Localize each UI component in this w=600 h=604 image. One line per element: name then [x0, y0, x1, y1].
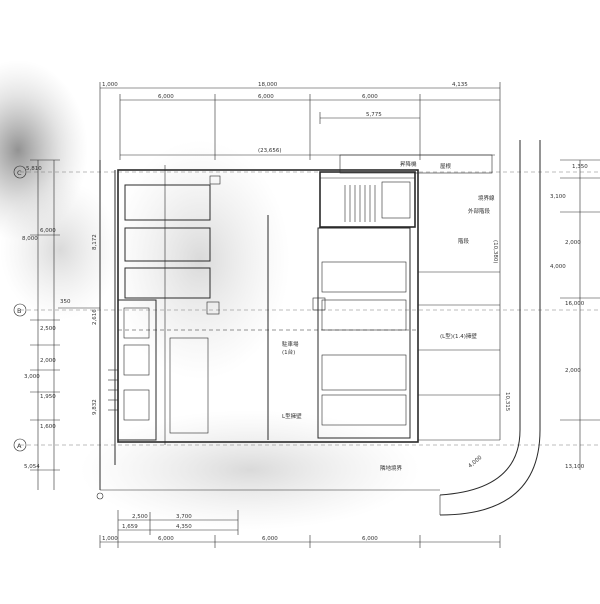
dim-label: 6,000: [40, 228, 56, 234]
plan-note: 境界線: [478, 194, 495, 202]
dim-label: 6,000: [362, 94, 378, 100]
dim-label: 18,000: [258, 82, 278, 88]
grid-bubble-c: [13, 165, 27, 179]
grid-bubble-a: [13, 438, 27, 452]
dim-label: 1,659: [122, 524, 138, 530]
dim-label: 350: [60, 299, 71, 305]
grid-bubble-b: [13, 303, 27, 317]
left-parking-bays: [124, 175, 221, 434]
plan-note: (L型)(1.4)擁壁: [440, 332, 477, 340]
dim-label: 5,775: [366, 112, 382, 118]
dim-label: 1,950: [40, 394, 56, 400]
dim-label: 3,000: [24, 374, 40, 380]
dim-label: 16,000: [565, 301, 585, 307]
top-dimensions: 1,000 18,000 4,135 6,000 6,000 6,000 5,7…: [99, 82, 501, 160]
dim-label: 2,500: [40, 326, 56, 332]
dim-label: 6,000: [158, 94, 174, 100]
dim-label: 4,350: [176, 524, 192, 530]
building-outline: [99, 160, 440, 491]
grid-label: A: [17, 442, 22, 450]
dim-label: 3,700: [176, 514, 192, 520]
dim-label: 2,000: [565, 240, 581, 246]
dim-label: 2,000: [40, 358, 56, 364]
plan-note: 屋根: [440, 162, 452, 170]
plan-note: 階段: [458, 237, 470, 245]
dim-label: 6,000: [258, 94, 274, 100]
plan-note: 昇降機: [400, 160, 417, 168]
plan-note: L型擁壁: [282, 412, 302, 420]
right-dimensions: 1,350 3,100 2,000 4,000 16,000 2,000 13,…: [550, 159, 600, 470]
dim-label: (23,656): [258, 148, 282, 154]
stair-core-left: 2,616 9,832 8,172: [92, 234, 157, 441]
grid-axes: C B A: [13, 165, 600, 452]
dim-label: 2,000: [565, 368, 581, 374]
dim-label: 2,500: [132, 514, 148, 520]
survey-marker: [96, 492, 104, 500]
dim-label: 1,000: [102, 82, 118, 88]
dim-label: 4,000: [550, 264, 566, 270]
exterior-parking: (L型)(1.4)擁壁 10,315 (10,380): [417, 140, 510, 441]
dim-label: 5,054: [24, 464, 40, 470]
stair-core-top: 昇降機 外部階段 階段 屋根: [319, 154, 493, 245]
scan-smudge: [0, 180, 120, 320]
plan-note: (1台): [282, 348, 295, 356]
dim-label: 2,616: [92, 309, 98, 325]
dim-label: 5,810: [26, 166, 42, 172]
right-parking-bays: [312, 227, 411, 439]
plan-note: 隣地境界: [380, 464, 403, 472]
curb-curve: 4,000 隣地境界: [380, 140, 541, 516]
dim-label: 6,000: [158, 536, 174, 542]
dim-label: 10,315: [504, 392, 510, 412]
dim-label: 1,350: [572, 164, 588, 170]
dim-label: 6,000: [262, 536, 278, 542]
grid-label: C: [17, 169, 22, 177]
plan-note: 外部階段: [468, 207, 491, 215]
dim-label: 1,000: [102, 536, 118, 542]
left-dimensions: 5,810 6,000 8,000 2,500 2,000 3,000 1,95…: [22, 159, 100, 490]
scan-smudge: [80, 410, 420, 530]
dim-label: 8,172: [92, 234, 98, 250]
dim-label: (10,380): [492, 240, 498, 264]
dim-label: 1,600: [40, 424, 56, 430]
dim-label: 9,832: [92, 399, 98, 415]
dim-label: 6,000: [362, 536, 378, 542]
dim-label: 4,000: [467, 454, 483, 469]
dim-label: 8,000: [22, 236, 38, 242]
plan-note: 駐車場: [282, 340, 299, 348]
dim-label: 3,100: [550, 194, 566, 200]
dim-label: 4,135: [452, 82, 468, 88]
dim-label: 13,100: [565, 464, 585, 470]
scan-smudge: [110, 140, 290, 380]
grid-label: B: [17, 307, 21, 315]
bottom-dimensions: 2,500 3,700 1,659 4,350 1,000 6,000 6,00…: [96, 492, 501, 548]
